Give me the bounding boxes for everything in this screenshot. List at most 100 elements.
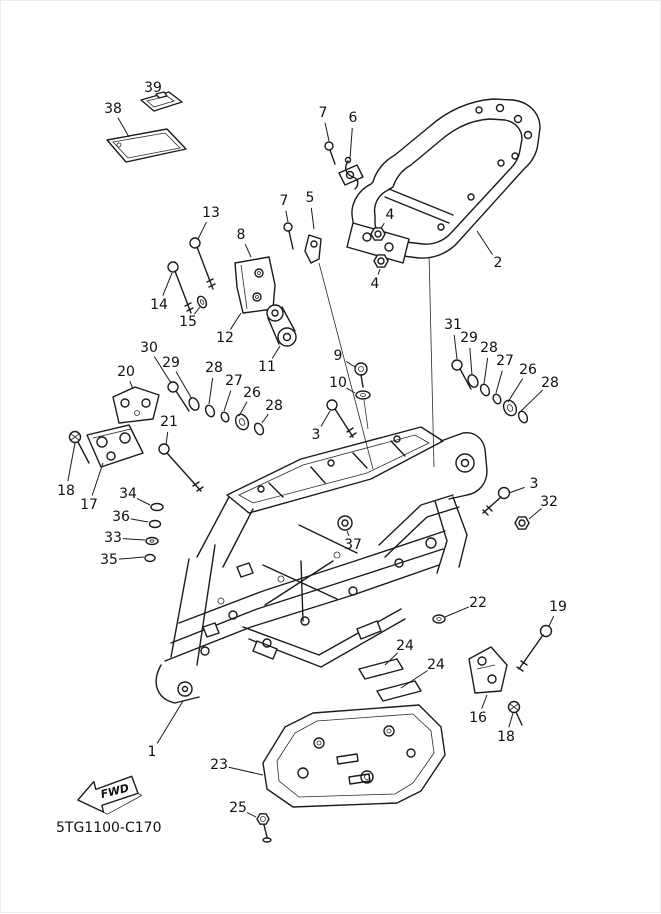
part-label-22: 22 xyxy=(469,595,487,611)
skid-plate-drawing xyxy=(263,705,445,807)
frame-rear-upright xyxy=(171,545,215,665)
part-label-25: 25 xyxy=(229,800,247,816)
bracket-20 xyxy=(113,387,159,423)
part-label-11: 11 xyxy=(258,359,276,375)
footpeg-plate xyxy=(357,621,381,639)
leader-line-13 xyxy=(198,222,207,239)
part-label-30: 30 xyxy=(140,340,158,356)
leader-line-33 xyxy=(123,539,145,540)
leader-line-31 xyxy=(454,335,457,359)
washer xyxy=(466,373,480,389)
part-label-8: 8 xyxy=(237,227,246,243)
hex-nut xyxy=(515,517,529,529)
frame-hole xyxy=(328,460,334,466)
hex-nut xyxy=(374,255,388,267)
leader-line-5 xyxy=(311,208,314,229)
leader-line-11 xyxy=(272,346,280,358)
part-label-29: 29 xyxy=(460,330,478,346)
link-eye xyxy=(267,305,283,321)
leader-line-2 xyxy=(477,231,493,255)
bolt-shaft xyxy=(517,635,543,671)
part-label-33: 33 xyxy=(104,530,122,546)
frame-hole xyxy=(201,647,209,655)
bolt-head xyxy=(168,382,178,392)
leader-line-4 xyxy=(378,269,380,275)
frame-hole xyxy=(258,486,264,492)
bolt-shaft xyxy=(78,442,89,463)
plate-38-drawing xyxy=(107,129,186,162)
bolt-shaft xyxy=(483,497,501,515)
shim-plate xyxy=(359,659,403,679)
leader-line-28 xyxy=(209,378,213,404)
bolt-head xyxy=(327,400,337,410)
bolt-head xyxy=(284,223,292,231)
leader-line-32 xyxy=(529,508,541,519)
part-label-37: 37 xyxy=(344,537,362,553)
part-label-29: 29 xyxy=(162,355,180,371)
frame-rear-loop xyxy=(156,665,199,703)
bracket-5 xyxy=(305,235,321,263)
bolt-shaft xyxy=(361,375,363,387)
leader-line-22 xyxy=(445,607,469,617)
part-label-24: 24 xyxy=(427,657,445,673)
collar xyxy=(220,411,231,423)
frame-cross-brace xyxy=(263,525,357,621)
part-label-28: 28 xyxy=(541,375,559,391)
leader-line-1 xyxy=(157,701,183,743)
leader-line-34 xyxy=(137,498,150,505)
frame-tab xyxy=(237,563,253,577)
part-label-16: 16 xyxy=(469,710,487,726)
frame-hole xyxy=(334,552,340,558)
bolt-shaft xyxy=(167,453,203,491)
leader-line-9 xyxy=(346,361,355,367)
bolt-head xyxy=(257,814,269,824)
part-label-17: 17 xyxy=(80,497,98,513)
part-label-18: 18 xyxy=(497,729,515,745)
part-label-14: 14 xyxy=(150,297,168,313)
part-label-38: 38 xyxy=(104,101,122,117)
part-label-36: 36 xyxy=(112,509,130,525)
leader-line-10 xyxy=(347,388,355,393)
bolt-head xyxy=(452,360,462,370)
part-label-18: 18 xyxy=(57,483,75,499)
bolt-25-drawing xyxy=(257,814,271,842)
leader-line-19 xyxy=(549,616,554,626)
bushing xyxy=(501,398,519,418)
part-label-3: 3 xyxy=(530,476,539,492)
leader-line-26 xyxy=(508,378,523,402)
bushing xyxy=(233,412,251,432)
spacer-36 xyxy=(150,521,161,528)
fwd-arrow-icon: FWD xyxy=(74,771,144,820)
frame-seat-tube xyxy=(197,497,253,567)
leader-line-6 xyxy=(350,128,352,159)
leader-line-38 xyxy=(118,118,129,137)
leader-line-14 xyxy=(163,273,172,296)
leader-line-28 xyxy=(521,390,543,411)
part-label-23: 23 xyxy=(210,757,228,773)
part-label-15: 15 xyxy=(179,314,197,330)
frame-rack-inner xyxy=(239,435,429,503)
part-label-26: 26 xyxy=(243,385,261,401)
part-label-19: 19 xyxy=(549,599,567,615)
leader-line-23 xyxy=(229,767,263,775)
part-label-21: 21 xyxy=(160,414,178,430)
bolt-shaft xyxy=(197,247,215,289)
frame-hole xyxy=(349,587,357,595)
part-label-7: 7 xyxy=(280,193,289,209)
collar xyxy=(492,393,503,405)
washer xyxy=(196,295,208,309)
leader-line-3 xyxy=(321,411,330,426)
frame-mount-eye xyxy=(178,682,192,696)
leader-line-26 xyxy=(239,402,247,416)
frame-hole xyxy=(426,538,436,548)
part-label-28: 28 xyxy=(205,360,223,376)
bolt-head xyxy=(190,238,200,248)
leader-line-27 xyxy=(224,390,231,411)
part-label-13: 13 xyxy=(202,205,220,221)
diagram-code: 5TG1100-C170 xyxy=(56,820,162,836)
washer-33 xyxy=(146,538,158,545)
leader-line-7 xyxy=(325,123,329,141)
frame-hole xyxy=(278,576,284,582)
leader-line-7 xyxy=(286,211,288,222)
